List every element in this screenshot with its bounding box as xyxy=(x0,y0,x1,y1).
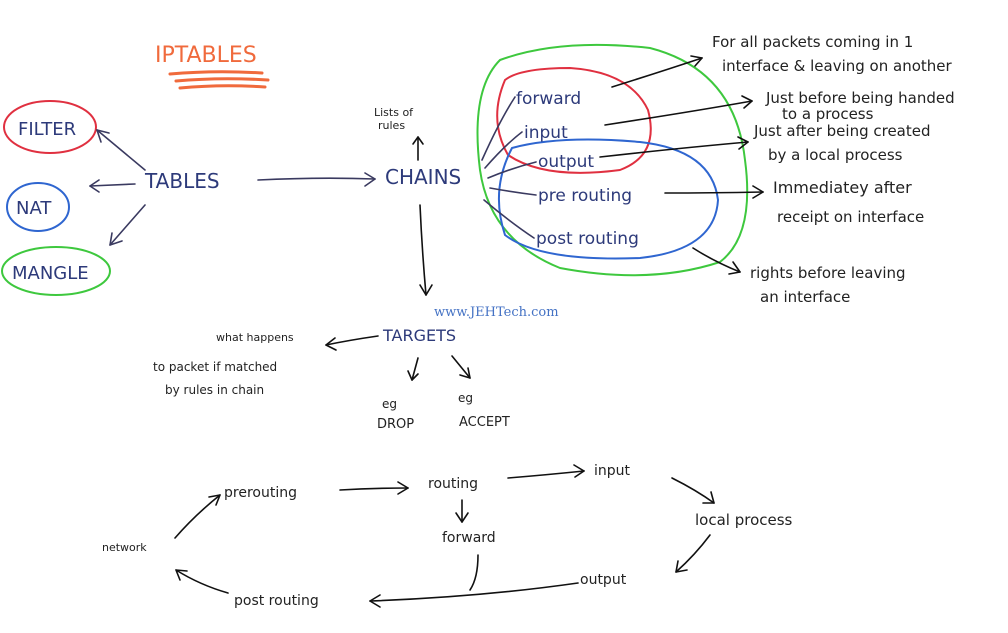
arrowhead-mangle xyxy=(109,232,123,246)
chain-forward-label: forward xyxy=(516,89,581,109)
title-underline-1 xyxy=(168,70,264,76)
targets-note-line-2: to packet if matched xyxy=(153,360,277,374)
flow-output-label: output xyxy=(580,572,627,588)
flow-arrowhead-network xyxy=(175,569,188,581)
flow-arrow-prerouting-routing xyxy=(339,487,409,491)
desc-output-line-1: Just after being created xyxy=(753,122,931,140)
target-accept-eg: eg xyxy=(458,391,473,405)
flow-arrowhead-forward xyxy=(455,512,469,523)
desc-forward-line-2: interface & leaving on another xyxy=(722,57,953,75)
flow-arrow-network-prerouting xyxy=(174,494,221,539)
arrow-tables-to-chains xyxy=(257,177,376,181)
arrow-chains-to-targets xyxy=(419,204,427,296)
line-chains-forward xyxy=(481,96,516,161)
arrowhead-forward-desc xyxy=(690,55,703,67)
arrowhead-postrouting-desc xyxy=(728,261,741,275)
arrow-output-desc xyxy=(599,141,749,158)
desc-forward-line-1: For all packets coming in 1 xyxy=(712,33,913,51)
chains-red-outline xyxy=(496,67,652,174)
arrow-input-desc xyxy=(604,100,753,126)
desc-input-line-2: to a process xyxy=(782,105,874,123)
arrowhead-drop xyxy=(407,370,419,381)
desc-postrouting-line-1: rights before leaving xyxy=(750,264,906,282)
flow-arrowhead-output xyxy=(675,560,688,573)
arrowhead-prerouting-desc xyxy=(752,185,764,199)
flow-arrow-input-local xyxy=(671,477,715,504)
desc-postrouting-line-2: an interface xyxy=(760,288,850,306)
flow-arrow-output-postrouting xyxy=(369,582,579,602)
arrowhead-targets-note xyxy=(325,337,337,351)
flow-arrowhead-routing xyxy=(397,481,409,495)
diagram-title: IPTABLES xyxy=(155,43,257,68)
chain-input-label: input xyxy=(524,123,568,143)
line-chains-output xyxy=(487,161,537,179)
target-drop-name: DROP xyxy=(377,417,414,432)
desc-prerouting-line-1: Immediatey after xyxy=(773,178,912,197)
chains-note-line-1: Lists of xyxy=(374,106,414,119)
arrowhead-chains-note xyxy=(412,136,424,145)
filter-outline xyxy=(3,100,97,154)
nat-outline xyxy=(6,182,70,232)
chains-note-line-2: rules xyxy=(378,119,405,132)
flow-forward-label: forward xyxy=(442,530,496,546)
chain-postrouting-label: post routing xyxy=(536,229,639,249)
table-mangle-label: MANGLE xyxy=(12,263,89,284)
flow-local-process-label: local process xyxy=(695,511,793,529)
title-underline-2 xyxy=(174,77,270,83)
desc-input-line-1: Just before being handed xyxy=(765,89,955,107)
arrowhead-nat xyxy=(89,179,100,193)
targets-label: TARGETS xyxy=(382,326,456,345)
chains-green-outline xyxy=(476,43,749,277)
targets-note-line-1: what happens xyxy=(216,331,294,344)
line-chains-input xyxy=(484,131,523,169)
flow-arrowhead-postrouting xyxy=(369,594,381,608)
arrow-tables-to-mangle xyxy=(109,204,146,246)
line-chains-prerouting xyxy=(489,187,537,196)
arrowhead-filter xyxy=(96,129,110,143)
chains-blue-outline xyxy=(497,138,719,260)
flow-postrouting-label: post routing xyxy=(234,593,319,609)
target-accept-name: ACCEPT xyxy=(459,415,510,430)
chains-label: CHAINS xyxy=(385,165,461,189)
arrow-targets-to-drop xyxy=(411,357,419,381)
arrow-postrouting-desc xyxy=(692,247,741,273)
arrow-prerouting-desc xyxy=(664,191,764,194)
arrowhead-input-desc xyxy=(741,95,753,109)
chain-output-label: output xyxy=(538,152,594,172)
flow-arrow-postrouting-network xyxy=(175,569,229,594)
arrowhead-accept xyxy=(459,367,471,379)
flow-arrowhead-prerouting xyxy=(208,494,221,506)
arrowhead-targets xyxy=(419,284,433,296)
mangle-outline xyxy=(1,246,111,296)
flow-arrow-routing-input xyxy=(507,470,585,479)
flow-input-label: input xyxy=(594,463,631,479)
arrow-targets-to-accept xyxy=(451,355,471,379)
flow-routing-label: routing xyxy=(428,476,478,492)
flow-arrow-local-output xyxy=(675,534,711,573)
arrow-tables-to-filter xyxy=(96,129,146,171)
flow-network-label: network xyxy=(102,541,147,554)
watermark-text: www.JEHTech.com xyxy=(434,305,559,320)
arrowhead-output-desc xyxy=(737,136,749,150)
desc-prerouting-line-2: receipt on interface xyxy=(777,208,924,226)
tables-label: TABLES xyxy=(144,169,220,193)
arrow-tables-to-nat xyxy=(89,183,136,187)
table-filter-label: FILTER xyxy=(18,119,76,140)
chain-prerouting-label: pre routing xyxy=(538,186,632,206)
line-chains-postrouting xyxy=(483,199,535,239)
arrow-forward-desc xyxy=(611,57,703,88)
arrowhead-chains xyxy=(364,172,376,187)
flow-arrow-forward-down xyxy=(469,554,479,591)
flow-arrowhead-local xyxy=(702,491,715,504)
desc-output-line-2: by a local process xyxy=(768,146,903,164)
target-drop-eg: eg xyxy=(382,397,397,411)
title-underline-3 xyxy=(178,84,267,90)
flow-prerouting-label: prerouting xyxy=(224,485,297,501)
arrow-targets-to-note xyxy=(325,335,379,346)
targets-note-line-3: by rules in chain xyxy=(165,383,264,397)
table-nat-label: NAT xyxy=(16,198,52,219)
flow-arrowhead-input xyxy=(573,464,585,478)
